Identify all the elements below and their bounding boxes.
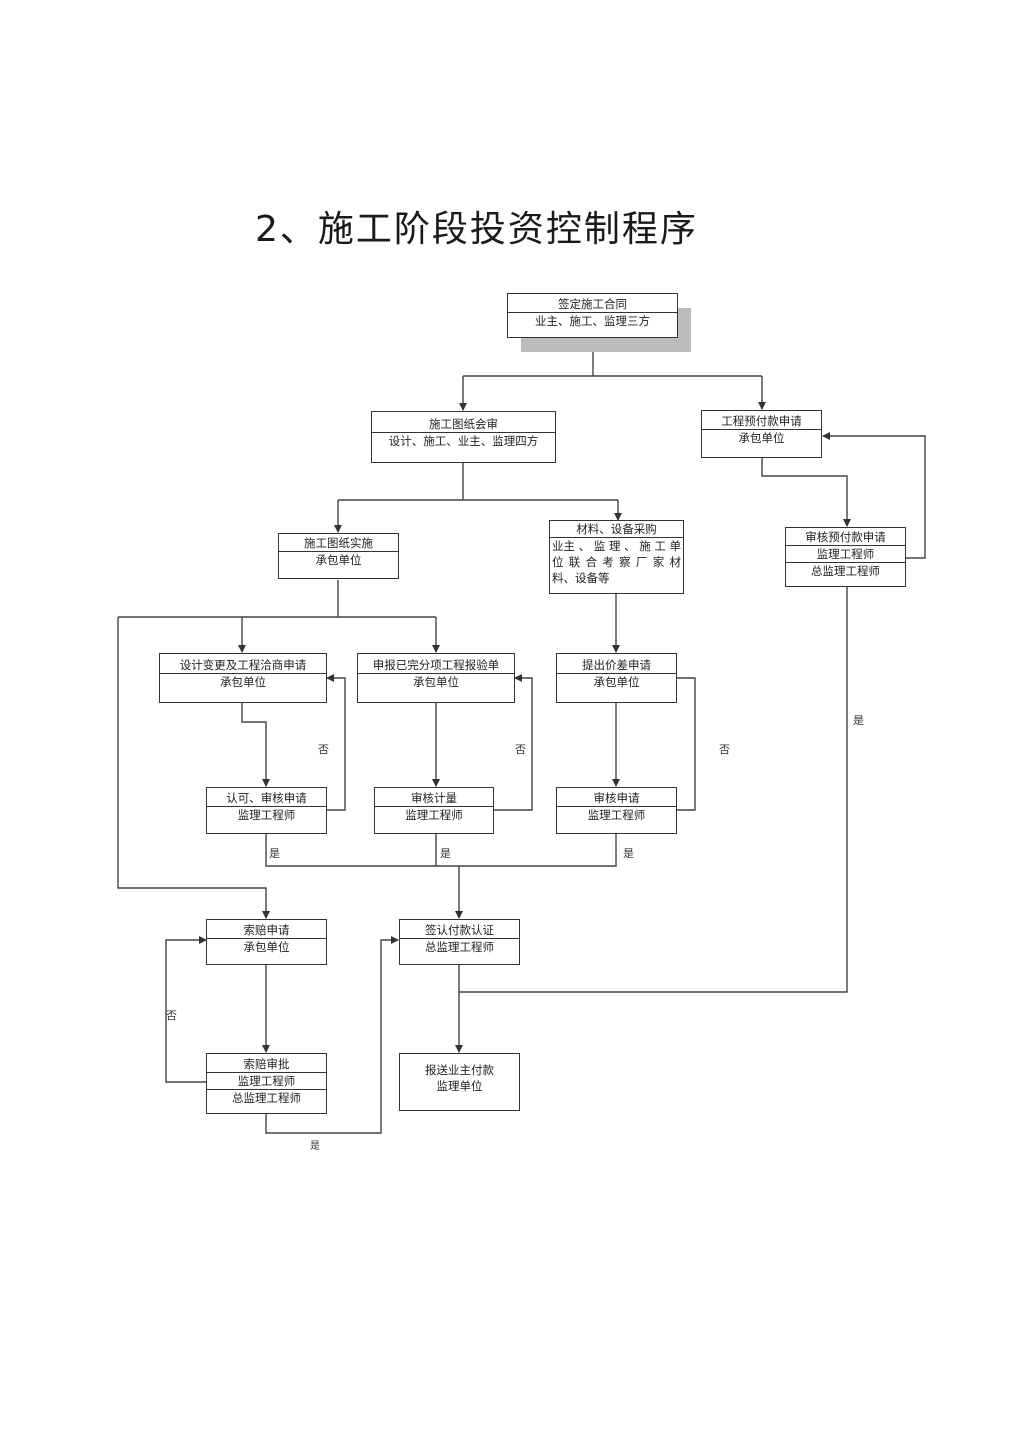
connector-advance-review [761, 458, 851, 527]
label-yes-advance: 是 [853, 714, 864, 727]
connector-loop-no-1 [326, 674, 346, 811]
node-price-diff: 提出价差申请 承包单位 [556, 653, 677, 703]
node-claim-apply: 索赔申请 承包单位 [206, 919, 327, 965]
connector-claim-no [165, 936, 207, 1083]
node-submit-owner-payment: 报送业主付款 监理单位 [399, 1053, 520, 1111]
connector-claim-yes [265, 936, 399, 1134]
node-advance-apply: 工程预付款申请 承包单位 [701, 410, 822, 458]
page-title: 2、施工阶段投资控制程序 [255, 209, 698, 250]
label-yes-3: 是 [623, 847, 634, 860]
label-yes-2: 是 [440, 847, 451, 860]
node-advance-review: 审核预付款申请 监理工程师 总监理工程师 [785, 527, 906, 587]
node-payment-certify: 签认付款认证 总监理工程师 [399, 919, 520, 965]
node-claim-approve: 索赔审批 监理工程师 总监理工程师 [206, 1053, 327, 1114]
label-no-3: 否 [719, 743, 730, 756]
connector-loop-no-2 [493, 674, 533, 811]
connector-advance-yes [459, 587, 848, 993]
label-no-claim: 否 [166, 1009, 177, 1022]
label-yes-1: 是 [269, 847, 280, 860]
node-sign-contract: 签定施工合同 业主、施工、监理三方 [507, 293, 678, 338]
node-audit-quantity: 审核计量 监理工程师 [374, 787, 494, 834]
node-material-purchase: 材料、设备采购 业主 、 监 理 、 施 工 单 位 联 合 考 察 厂 家 材… [549, 520, 684, 594]
label-yes-claim: 是 [310, 1141, 320, 1152]
connector-advance-loop [822, 432, 926, 559]
connector-left-rail [117, 617, 270, 919]
node-approve-apply: 认可、审核申请 监理工程师 [206, 787, 327, 834]
node-design-change: 设计变更及工程洽商申请 承包单位 [159, 653, 327, 703]
node-report-done: 申报已完分项工程报验单 承包单位 [357, 653, 515, 703]
label-no-2: 否 [515, 743, 526, 756]
node-audit-apply: 审核申请 监理工程师 [556, 787, 677, 834]
label-no-1: 否 [318, 743, 329, 756]
node-drawing-impl: 施工图纸实施 承包单位 [278, 533, 399, 579]
node-drawing-review: 施工图纸会审 设计、施工、业主、监理四方 [371, 411, 556, 463]
